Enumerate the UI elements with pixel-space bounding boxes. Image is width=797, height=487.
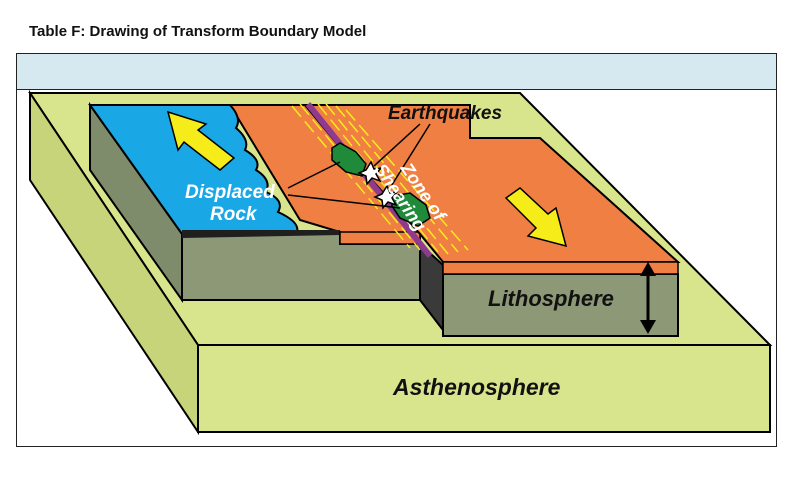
thickness-arrow-icon — [640, 262, 656, 334]
label-pointer-lines — [287, 123, 431, 209]
displaced-rock-label-line1: Displaced — [185, 182, 275, 203]
earthquakes-label: Earthquakes — [388, 103, 502, 124]
displaced-rock-label-line2: Rock — [210, 204, 258, 225]
earthquake-star-icon — [373, 184, 399, 210]
displaced-rock-lower — [391, 192, 431, 227]
plate-motion-arrow-right-icon — [504, 187, 568, 248]
earthquake-star-icon — [357, 160, 383, 186]
left-plate-blue-top — [88, 104, 341, 236]
diagram-caption: Table F: Drawing of Transform Boundary M… — [29, 23, 367, 40]
frame-header-band — [17, 54, 776, 90]
asthenosphere-front-face — [197, 344, 771, 433]
right-plate-top-edge — [442, 261, 679, 275]
plate-motion-arrow-left-icon — [166, 110, 236, 171]
asthenosphere-label: Asthenosphere — [392, 374, 561, 400]
displaced-rock-upper — [331, 142, 367, 177]
left-plate-orange-lip — [339, 231, 421, 245]
left-plate-blue-edge — [182, 230, 340, 238]
shearing-zone-lines — [291, 103, 469, 255]
lithosphere-label: Lithosphere — [488, 286, 614, 311]
